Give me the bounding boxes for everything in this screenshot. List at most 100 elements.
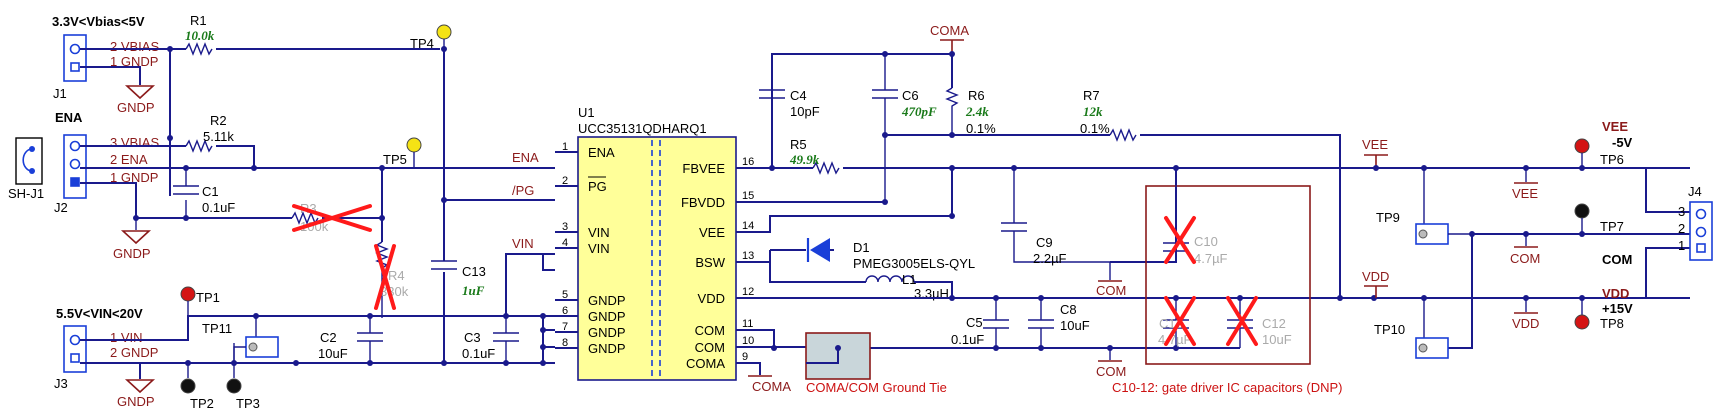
gnd-symbol-j1: GNDP: [117, 85, 156, 115]
capacitor-c10-dnp: C10 4.7µF: [1163, 168, 1228, 266]
c9-value: 2.2µF: [1033, 251, 1067, 266]
capacitor-c6: C6 470pF: [872, 54, 937, 202]
r6-tol: 0.1%: [966, 121, 996, 136]
resistor-r2: R2 5.11k: [185, 113, 234, 153]
ic-pin-number: 13: [742, 250, 754, 262]
resistor-r1: R1 10.0k: [185, 13, 215, 56]
ic-pin-number: 9: [742, 351, 748, 363]
resistor-r6: R6 2.4k 0.1%: [945, 87, 996, 136]
svg-text:TP5: TP5: [383, 152, 407, 167]
capacitor-c3: C3 0.1uF: [462, 316, 519, 363]
ic-pin-name: PG: [588, 179, 607, 194]
vee-net-2: VEE: [1512, 168, 1538, 201]
ic-pin-left-2: 2 PG: [555, 175, 607, 194]
ic-pin-right-11: 11 COM: [695, 318, 754, 338]
r1-value: 10.0k: [185, 28, 215, 43]
r5-value: 49.9k: [789, 152, 820, 167]
j3-ref: J3: [54, 376, 68, 391]
vee-net-1: VEE: [1362, 137, 1388, 168]
u1-ref: U1: [578, 105, 595, 120]
testpoint-tp2: TP2: [180, 363, 214, 411]
com-net-bottom: COM: [1096, 348, 1126, 379]
com-net-out: COM: [1510, 234, 1540, 266]
c13-ref: C13: [462, 264, 486, 279]
j1-pin2-label: 2 VBIAS: [110, 39, 159, 54]
ic-pin-number: 10: [742, 335, 754, 347]
ic-pin-name: GNDP: [588, 325, 626, 340]
dnp-note: C10-12: gate driver IC capacitors (DNP): [1112, 380, 1342, 395]
svg-text:TP6: TP6: [1600, 152, 1624, 167]
resistor-r5: R5 49.9k: [789, 137, 840, 175]
capacitor-c13: C13 1uF: [431, 260, 486, 298]
svg-text:GNDP: GNDP: [113, 246, 151, 261]
j2-pin1-label: 1 GNDP: [110, 170, 158, 185]
r6-ref: R6: [968, 88, 985, 103]
u1-part: UCC35131QDHARQ1: [578, 121, 707, 136]
ic-pin-name: VIN: [588, 241, 610, 256]
r6-value: 2.4k: [965, 104, 989, 119]
capacitor-c8: C8 10uF: [1028, 298, 1090, 348]
c10-value: 4.7µF: [1194, 251, 1228, 266]
ic-pin-number: 11: [742, 318, 753, 330]
coma-net-top: COMA: [930, 23, 969, 54]
vin-range-label: 5.5V<VIN<20V: [56, 306, 143, 321]
testpoint-tp7: TP7: [1574, 203, 1624, 234]
j3-pin2-label: 2 GNDP: [110, 345, 158, 360]
ic-pin-name: COM: [695, 323, 725, 338]
testpoint-tp10: TP10: [1374, 298, 1449, 359]
svg-text:VEE: VEE: [1362, 137, 1388, 152]
j1-ref: J1: [53, 86, 67, 101]
ic-pin-number: 15: [742, 190, 754, 202]
connector-j1: [63, 34, 87, 82]
ic-pin-name: FBVDD: [681, 195, 725, 210]
c6-ref: C6: [902, 88, 919, 103]
c1-value: 0.1uF: [202, 200, 235, 215]
c12-ref: C12: [1262, 316, 1286, 331]
capacitor-c11-dnp: C11 4.7µF: [1158, 296, 1196, 348]
svg-text:COM: COM: [1096, 283, 1126, 298]
testpoint-tp4: TP4: [410, 24, 452, 51]
c9-ref: C9: [1036, 235, 1053, 250]
ic-pin-name: VIN: [588, 225, 610, 240]
c1-ref: C1: [202, 184, 219, 199]
c6-value: 470pF: [901, 104, 937, 119]
svg-text:COM: COM: [1510, 251, 1540, 266]
vdd-out-value: +15V: [1602, 301, 1633, 316]
testpoint-tp1: TP1: [180, 286, 220, 316]
j3-pin1-label: 1 VIN: [110, 330, 143, 345]
ic-pin-number: 14: [742, 220, 754, 232]
ic-pins-right: 16FBVEE15FBVDD14VEE13BSW12VDD11COM10COM9…: [681, 156, 754, 371]
testpoint-tp5: TP5: [383, 137, 422, 168]
com-out-label: COM: [1602, 252, 1632, 267]
ic-pin-name: COM: [695, 340, 725, 355]
svg-text:TP7: TP7: [1600, 219, 1624, 234]
ic-pin-number: 2: [562, 175, 568, 187]
resistor-r7: R7 12k 0.1%: [1080, 88, 1137, 142]
vee-out-label: VEE: [1602, 119, 1628, 134]
r7-value: 12k: [1083, 104, 1103, 119]
r2-value: 5.11k: [203, 129, 234, 144]
j2-pin2-label: 2 ENA: [110, 152, 148, 167]
ic-pin-name: GNDP: [588, 293, 626, 308]
ic-pin-number: 16: [742, 156, 754, 168]
d1-value: PMEG3005ELS-QYL: [853, 256, 975, 271]
ic-pin-name: ENA: [588, 145, 615, 160]
j2-pin3-label: 3 VBIAS: [110, 135, 159, 150]
c2-ref: C2: [320, 330, 337, 345]
ground-tie-note: COMA/COM Ground Tie: [806, 380, 947, 395]
c8-value: 10uF: [1060, 318, 1090, 333]
capacitor-c1: C1 0.1uF: [173, 168, 235, 218]
capacitor-c12-dnp: C12 10uF: [1226, 296, 1292, 348]
r2-ref: R2: [210, 113, 227, 128]
svg-text:TP10: TP10: [1374, 322, 1405, 337]
l1-ref: L1: [902, 272, 916, 287]
c13-value: 1uF: [462, 283, 485, 298]
c3-value: 0.1uF: [462, 346, 495, 361]
ic-pin-number: 3: [562, 221, 568, 233]
ic-pin-right-10: 10 COM: [695, 335, 755, 355]
capacitor-c9: C9 2.2µF: [1001, 168, 1110, 266]
